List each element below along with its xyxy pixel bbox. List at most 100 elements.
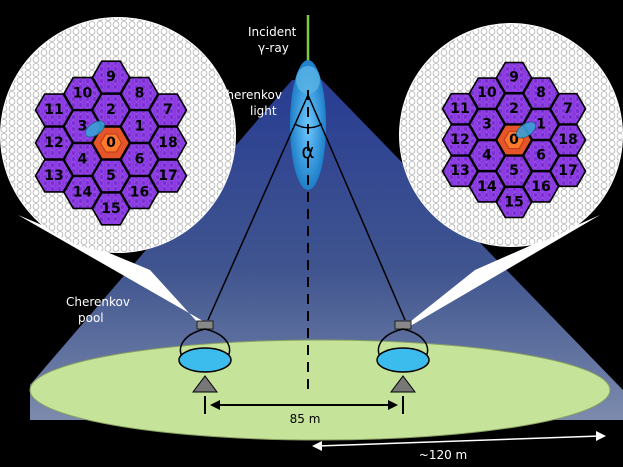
left-camera-module-label: 10 bbox=[73, 86, 93, 102]
right-camera-module-label: 3 bbox=[482, 116, 492, 132]
right-camera-module-13 bbox=[441, 155, 479, 188]
left-camera-module-12 bbox=[34, 126, 74, 160]
incident-label-line1: Incident bbox=[248, 25, 297, 39]
alpha-angle-arc bbox=[294, 123, 323, 129]
left-camera-module-15 bbox=[91, 192, 131, 226]
right-camera-module-label: 16 bbox=[531, 179, 550, 195]
right-camera-module-2 bbox=[495, 92, 533, 125]
left-camera-module-2 bbox=[91, 93, 131, 127]
right-telescope-mount bbox=[390, 375, 416, 393]
right-camera-module-18 bbox=[549, 124, 587, 156]
right-camera-module-label: 14 bbox=[477, 179, 497, 195]
right-camera-module-label: 6 bbox=[536, 148, 546, 164]
right-camera-module-label: 12 bbox=[450, 132, 469, 148]
left-camera-module-13 bbox=[34, 159, 74, 193]
separation-arrow-right bbox=[388, 400, 398, 410]
left-camera-module-label: 7 bbox=[163, 102, 173, 118]
left-camera-center-highlight bbox=[99, 133, 123, 153]
left-camera-module-label: 18 bbox=[158, 135, 177, 151]
right-camera-module-14 bbox=[468, 170, 506, 203]
left-camera-module-10 bbox=[63, 76, 102, 111]
cherenkov-light-cone bbox=[30, 80, 623, 420]
sightline-right bbox=[307, 94, 406, 321]
left-telescope-mirror bbox=[178, 347, 232, 373]
left-camera-module-label: 8 bbox=[135, 86, 145, 102]
left-camera-module-label: 1 bbox=[135, 119, 145, 135]
left-camera-module-9 bbox=[91, 60, 131, 94]
right-telescope-mirror bbox=[376, 347, 430, 373]
alpha-label: α bbox=[301, 139, 314, 163]
left-camera-module-7 bbox=[148, 93, 188, 127]
left-camera-module-5 bbox=[91, 159, 131, 193]
left-camera-module-11 bbox=[34, 93, 74, 127]
right-camera-module-4 bbox=[468, 139, 506, 172]
left-camera-module-16 bbox=[120, 175, 159, 210]
incident-label-line2: γ-ray bbox=[258, 41, 289, 55]
left-camera-module-label: 12 bbox=[44, 135, 63, 151]
right-camera-module-label: 8 bbox=[536, 85, 546, 101]
right-telescope bbox=[376, 320, 430, 393]
right-camera-callout bbox=[406, 215, 600, 325]
right-camera-module-16 bbox=[522, 170, 560, 203]
left-telescope-mount bbox=[192, 375, 218, 393]
left-camera-shower-image bbox=[84, 120, 106, 138]
right-camera-module-10 bbox=[468, 77, 506, 110]
left-camera-module-label: 3 bbox=[78, 119, 88, 135]
right-camera-module-label: 11 bbox=[450, 101, 469, 117]
left-camera-module-14 bbox=[63, 175, 102, 210]
cherenkov-pool-label-line1: Cherenkov bbox=[66, 295, 130, 309]
left-camera-module-label: 6 bbox=[135, 152, 145, 168]
right-camera-module-label: 2 bbox=[509, 101, 519, 117]
right-camera-shower-image bbox=[515, 121, 537, 139]
separation-arrow-left bbox=[210, 400, 220, 410]
left-camera-module-label: 4 bbox=[78, 152, 88, 168]
left-camera-module-17 bbox=[148, 159, 188, 193]
left-camera-module-label: 11 bbox=[44, 102, 63, 118]
left-telescope bbox=[178, 320, 232, 393]
left-camera-module-18 bbox=[148, 126, 188, 160]
pool-size-arrow-right bbox=[596, 431, 606, 441]
right-telescope-camera-box bbox=[394, 320, 412, 330]
left-camera-module-label: 17 bbox=[158, 168, 177, 184]
right-camera-module-label: 18 bbox=[558, 132, 577, 148]
left-camera-callout bbox=[18, 215, 210, 325]
right-camera-module-label: 1 bbox=[536, 116, 546, 132]
right-camera-module-5 bbox=[495, 155, 533, 188]
cherenkov-pool-label-line2: pool bbox=[78, 311, 104, 325]
left-camera-module-label: 5 bbox=[106, 168, 116, 184]
left-camera-module-label: 13 bbox=[44, 168, 63, 184]
left-camera-module-label: 15 bbox=[101, 201, 120, 217]
right-camera-module-15 bbox=[495, 186, 533, 219]
right-camera-module-6 bbox=[522, 139, 560, 172]
left-camera-module-label: 16 bbox=[130, 184, 149, 200]
left-camera-module-label: 14 bbox=[73, 184, 93, 200]
right-camera-module-label: 13 bbox=[450, 163, 469, 179]
left-camera-module-label: 2 bbox=[106, 102, 116, 118]
left-camera-module-label: 0 bbox=[106, 135, 116, 151]
right-camera-module-8 bbox=[522, 77, 560, 110]
right-camera-module-label: 7 bbox=[563, 101, 573, 117]
pool-size-line bbox=[317, 435, 601, 447]
right-camera-module-label: 9 bbox=[509, 70, 519, 86]
pool-size-arrow-left bbox=[312, 441, 322, 451]
right-camera-module-label: 4 bbox=[482, 148, 492, 164]
cherenkov-light-label-line1: Cherenkov bbox=[218, 88, 282, 102]
left-telescope-camera-box bbox=[196, 320, 214, 330]
shower-core bbox=[296, 66, 320, 94]
right-camera-module-label: 0 bbox=[509, 132, 519, 148]
right-camera-module-label: 15 bbox=[504, 194, 523, 210]
pool-size-label: ~120 m bbox=[419, 448, 467, 462]
left-camera-module-label: 9 bbox=[106, 69, 116, 85]
right-camera-module-label: 5 bbox=[509, 163, 519, 179]
left-camera-module-8 bbox=[120, 76, 159, 111]
right-camera-module-label: 17 bbox=[558, 163, 577, 179]
cherenkov-pool-ellipse bbox=[29, 339, 611, 441]
right-camera-module-9 bbox=[495, 61, 533, 94]
separation-label: 85 m bbox=[290, 412, 321, 426]
right-camera-module-label: 10 bbox=[477, 85, 497, 101]
cherenkov-light-label-line2: light bbox=[250, 104, 277, 118]
sightline-left bbox=[207, 94, 309, 321]
